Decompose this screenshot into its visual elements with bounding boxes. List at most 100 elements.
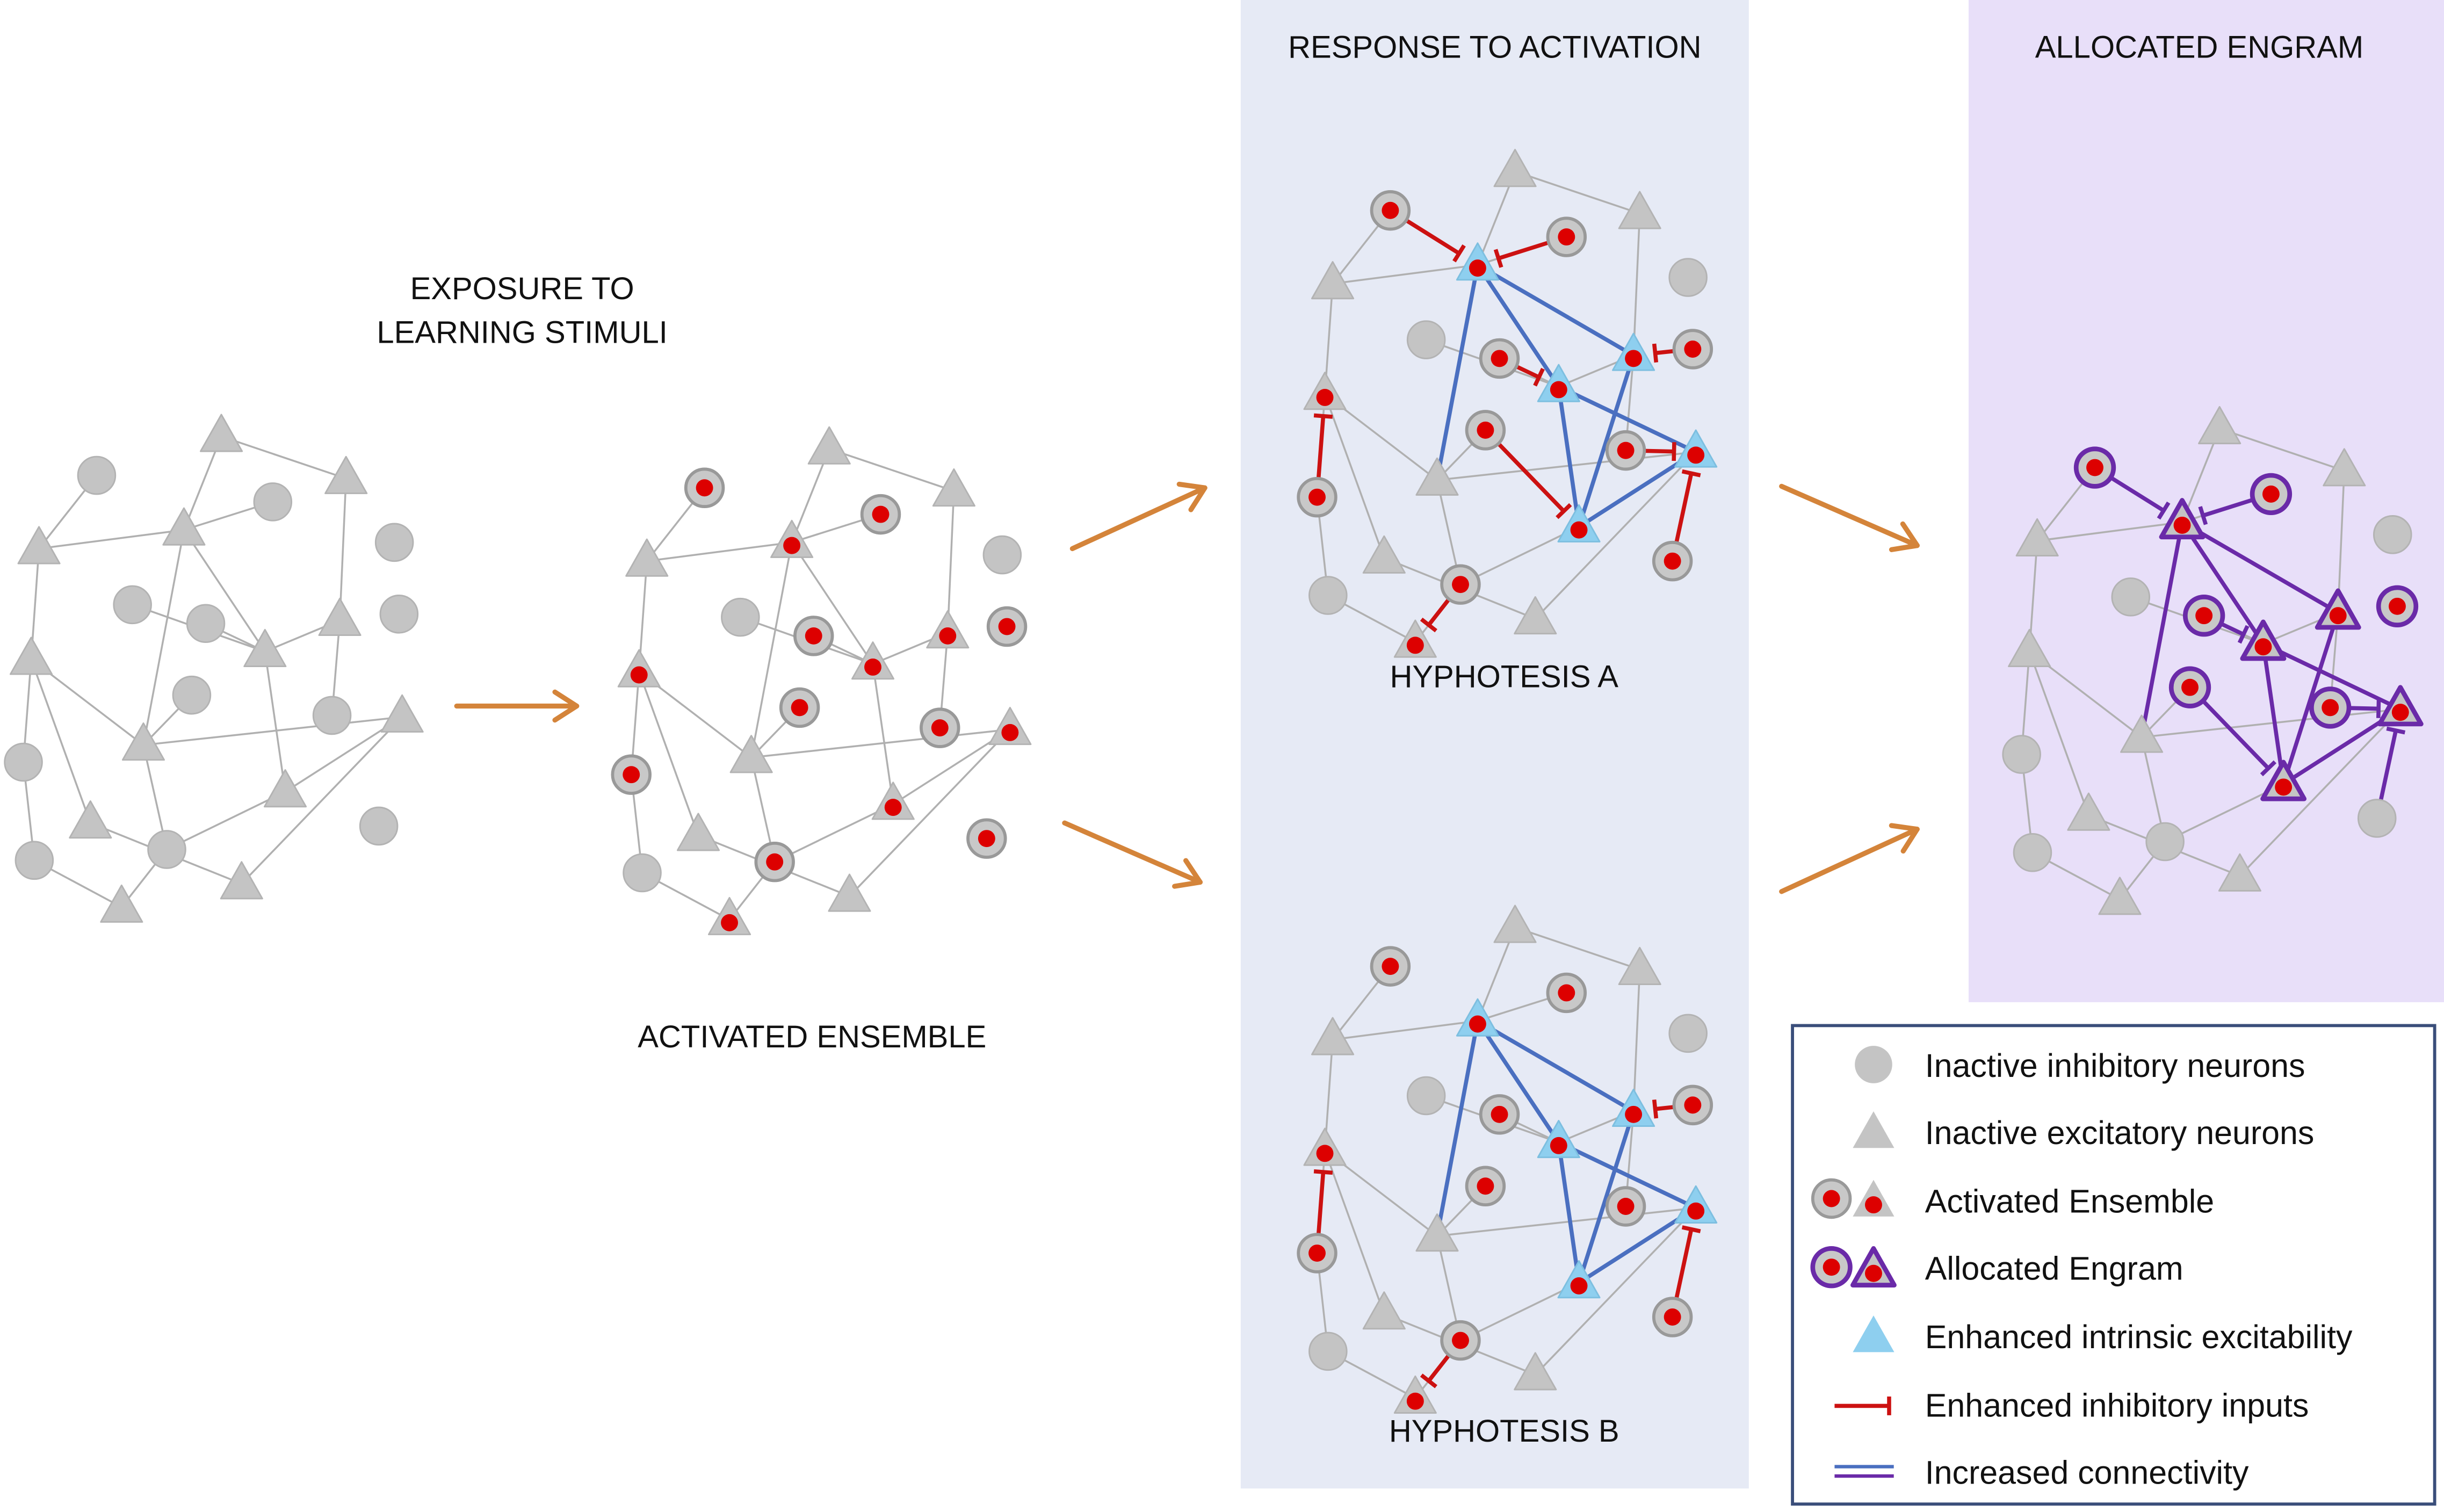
network-edge [849, 728, 1011, 897]
inhibitory-neuron [2111, 577, 2151, 617]
inhibitory-neuron [1406, 320, 1446, 359]
excitatory-neuron [121, 722, 165, 761]
inhibitory-input [1316, 1171, 1326, 1238]
activation-dot [1316, 388, 1334, 406]
activation-dot [1382, 201, 1399, 219]
arrow-right-icon-head [552, 689, 580, 723]
activation-dot [1570, 521, 1588, 539]
network-edge [142, 530, 185, 746]
excitatory-neuron [932, 468, 975, 507]
inhibitory-input [1427, 595, 1453, 626]
activation-dot [2195, 607, 2213, 625]
network-edge [791, 541, 874, 665]
inhibitory-neuron [1308, 576, 1348, 615]
hypothesis-a-label: HYPHOTESIS A [1390, 660, 1618, 694]
excitatory-neuron [1618, 191, 1661, 229]
excitatory-neuron [380, 694, 424, 733]
network-edge [1324, 1149, 1385, 1314]
activated-ensemble-label: ACTIVATED ENSEMBLE [638, 1019, 986, 1054]
inhibitory-input [2107, 474, 2165, 512]
activation-dot [2389, 597, 2406, 615]
activation-dot [1469, 259, 1486, 277]
inhibitory-neuron [1308, 1332, 1348, 1371]
network-edge [774, 803, 894, 863]
network-edge [1460, 526, 1580, 585]
activation-dot [1477, 421, 1494, 439]
inhibitory-input [2202, 497, 2257, 518]
inhibitory-neuron [623, 853, 662, 893]
triangle-neuron-icon [1853, 1111, 1895, 1148]
connectivity-edge [2261, 643, 2286, 785]
network-exposure [4, 414, 424, 923]
activation-dot [721, 914, 739, 931]
activation-dot [998, 618, 1016, 635]
excitatory-neuron [2120, 714, 2164, 753]
activation-dot [1687, 446, 1705, 464]
activation-dot [2322, 699, 2339, 717]
inhibitory-input [2199, 697, 2270, 770]
excitatory-neuron [2218, 853, 2261, 892]
activation-dot [931, 719, 949, 737]
excitatory-neuron [1415, 1213, 1459, 1252]
inhibitory-input-bar [1493, 249, 1503, 268]
inhibitory-input-bar [2198, 506, 2208, 525]
network-edge [1332, 1019, 1478, 1041]
activation-dot [1477, 1177, 1494, 1195]
network-edge [1535, 1207, 1697, 1376]
activation-dot [783, 537, 801, 554]
inhibitory-input-bar [1420, 617, 1437, 633]
inhibitory-neuron [379, 595, 419, 634]
inhibitory-neuron [2357, 799, 2397, 838]
excitatory-neuron [1362, 1291, 1406, 1330]
inhibitory-input-bar [2376, 699, 2381, 718]
arrow-right-icon [1779, 483, 1920, 548]
activation-dot [1001, 724, 1019, 741]
activation-dot [1625, 350, 1643, 367]
inhibitory-neuron [312, 696, 352, 735]
excitatory-neuron [1514, 1352, 1557, 1391]
network-edge [647, 541, 792, 562]
activation-dot [1308, 1245, 1326, 1262]
engram-panel [1968, 0, 2444, 1002]
activation-dot-icon [1865, 1264, 1882, 1282]
network-edge [1324, 394, 1385, 559]
activation-dot [696, 479, 713, 497]
inhibitory-neuron [359, 806, 399, 846]
activation-dot-icon [1823, 1190, 1840, 1207]
connectivity-edge [2181, 520, 2339, 614]
inhibitory-input-bar [2157, 501, 2171, 520]
excitatory-neuron [676, 813, 720, 851]
activation-dot [884, 799, 902, 816]
activation-dot [1664, 552, 1681, 570]
network-edge [39, 529, 184, 550]
excitatory-neuron [263, 769, 307, 808]
network-allocated-engram [2002, 406, 2424, 915]
arrow-right-icon [1062, 820, 1203, 885]
arrow-right-icon-head [1889, 521, 1920, 552]
excitatory-neuron [828, 873, 871, 912]
connectivity-edge [1477, 1019, 1635, 1113]
network-edge [1332, 264, 1478, 285]
inhibitory-input-bar [1313, 1169, 1333, 1175]
activation-dot [2329, 607, 2347, 625]
excitatory-neuron [1493, 905, 1537, 943]
network-hypothesis-b [1297, 905, 1718, 1414]
excitatory-neuron [2067, 792, 2110, 831]
activation-dot [766, 853, 784, 871]
excitatory-neuron [220, 861, 263, 900]
response-to-activation-title: RESPONSE TO ACTIVATION [1288, 30, 1701, 64]
activation-dot [864, 659, 881, 676]
legend-item-increased-connectivity: Increased connectivity [1925, 1455, 2249, 1491]
inhibitory-input-bar [1420, 1373, 1437, 1388]
legend-item-allocated-engram: Allocated Engram [1925, 1250, 2183, 1286]
activation-dot [1491, 350, 1508, 367]
activation-dot [939, 627, 957, 645]
connectivity-edge [1476, 1019, 1560, 1144]
inhibitory-neuron [721, 597, 760, 637]
connectivity-edge [2281, 612, 2340, 785]
legend-icons [1810, 1046, 1897, 1478]
legend-box [1791, 1024, 2436, 1506]
arrow-right-icon-head [1176, 481, 1207, 512]
connectivity-edge [1577, 1110, 1636, 1284]
excitatory-neuron [9, 636, 53, 675]
